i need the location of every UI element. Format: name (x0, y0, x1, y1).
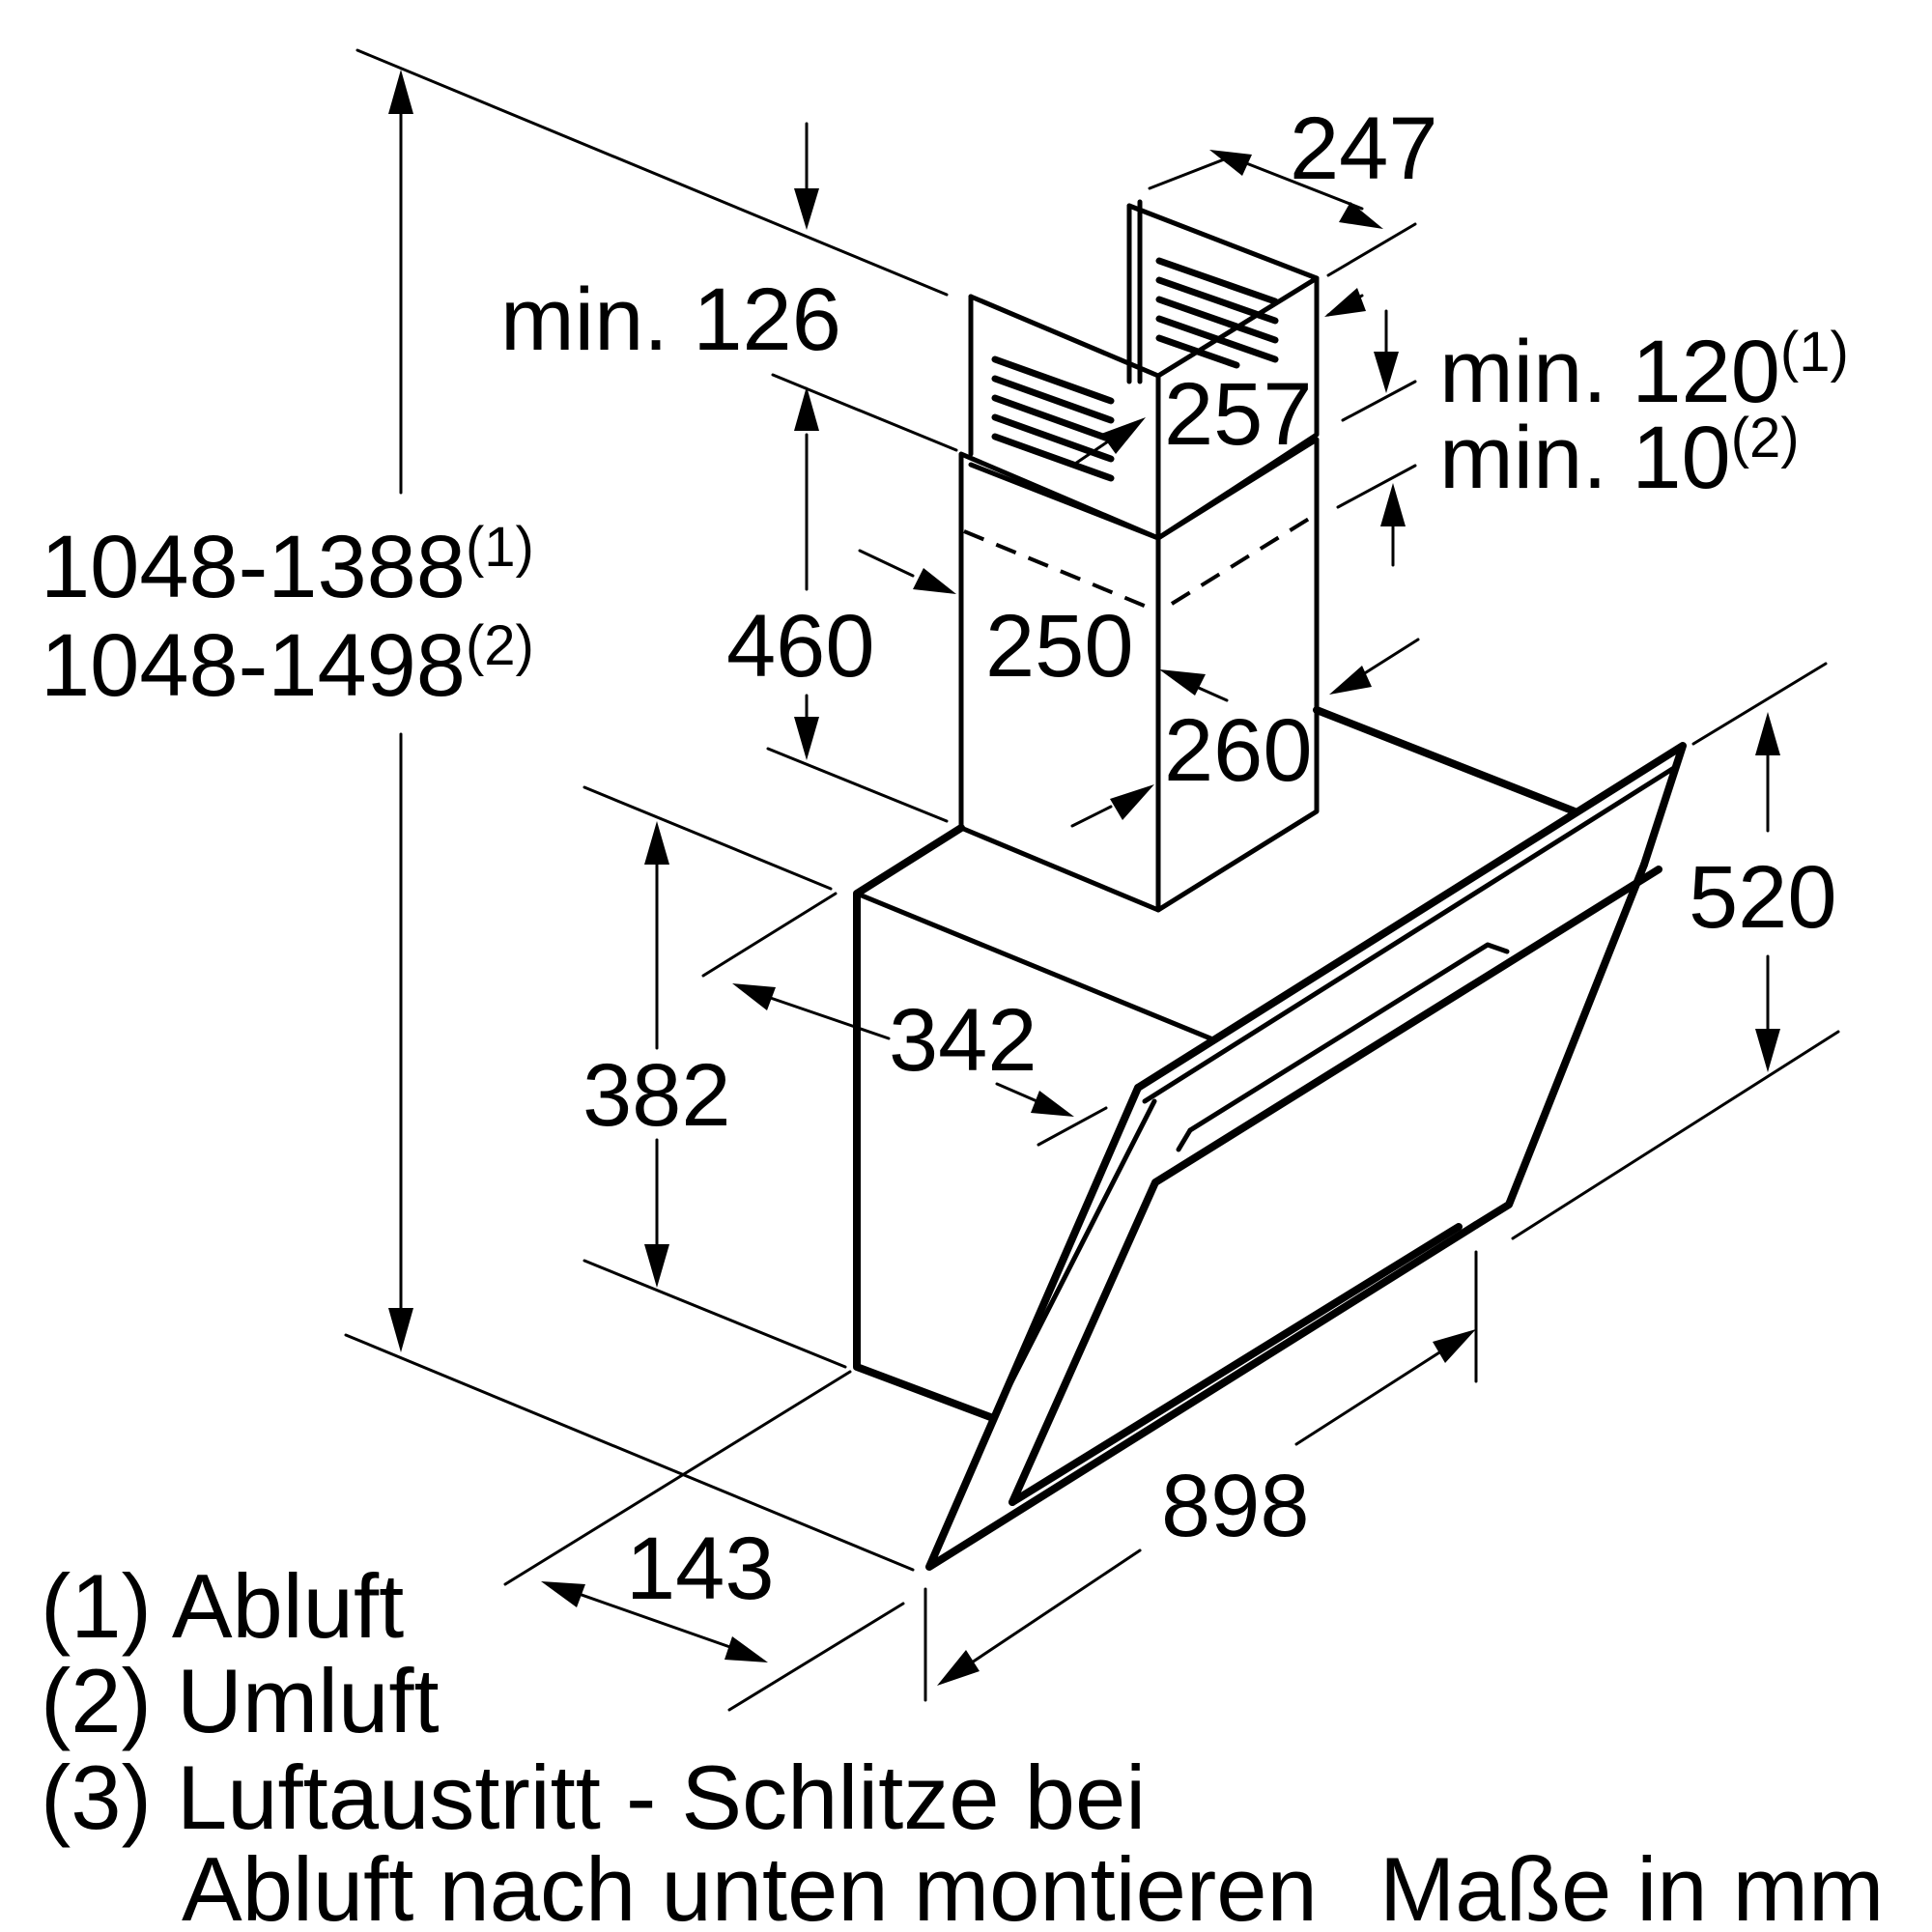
label-min-120: min. 120(1) (1439, 321, 1849, 421)
dimension-labels: 1048-1388(1) 1048-1498(2) min. 126 247 m… (41, 99, 1849, 1618)
vent-slots-left (991, 355, 1115, 482)
label-520: 520 (1689, 848, 1837, 947)
label-382: 382 (582, 1046, 731, 1145)
label-257: 257 (1164, 365, 1313, 464)
extension-lines (344, 48, 1840, 1712)
glass-panel (925, 742, 1687, 1571)
hood-body (853, 706, 1578, 1422)
label-460: 460 (726, 597, 875, 696)
legend-item-3-line-1: (3) Luftaustritt - Schlitze bei (41, 1747, 1146, 1848)
dimension-arrows (388, 70, 1780, 1686)
label-min-10: min. 10(2) (1439, 407, 1800, 507)
label-342: 342 (889, 991, 1037, 1090)
label-total-height-1: 1048-1388(1) (41, 516, 534, 616)
label-250: 250 (985, 597, 1134, 696)
legend-item-2: (2) Umluft (41, 1650, 440, 1751)
label-247: 247 (1290, 99, 1438, 198)
label-898: 898 (1161, 1457, 1310, 1555)
label-min-126: min. 126 (500, 270, 841, 369)
label-260: 260 (1164, 701, 1313, 800)
units-note: Maße in mm (1379, 1838, 1884, 1932)
label-143: 143 (626, 1520, 775, 1618)
vent-slots-right (1155, 257, 1279, 369)
label-total-height-2: 1048-1498(2) (41, 614, 534, 715)
legend-item-1: (1) Abluft (41, 1555, 404, 1657)
legend-item-3-line-2: Abluft nach unten montieren (182, 1838, 1318, 1932)
legend: (1) Abluft (2) Umluft (3) Luftaustritt -… (41, 1555, 1884, 1932)
